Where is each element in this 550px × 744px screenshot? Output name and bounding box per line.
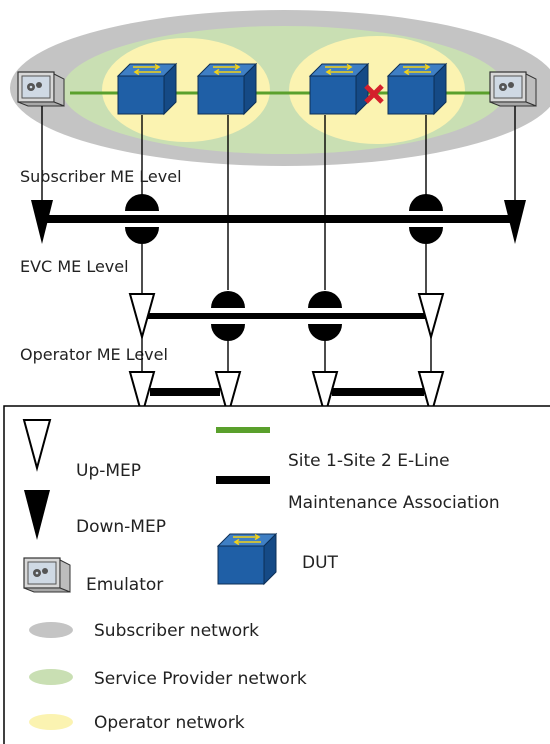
emulator-icon [489, 71, 537, 107]
mip-icon [211, 324, 245, 341]
up-mep-icon [128, 371, 156, 419]
evc-me-level-label: EVC ME Level [20, 257, 129, 276]
legend-up-mep-label: Up-MEP [76, 461, 141, 481]
mip-icon [308, 291, 342, 308]
subscriber-me-level-label: Subscriber ME Level [20, 167, 182, 186]
up-mep-icon [311, 371, 339, 419]
mip-icon [308, 324, 342, 341]
up-mep-icon [214, 371, 242, 419]
legend: Up-MEP Down-MEP Emulator Site 1-Site 2 E… [3, 405, 550, 744]
up-mep-icon [417, 293, 445, 341]
legend-frame [3, 405, 550, 744]
legend-service-provider-label: Service Provider network [94, 669, 307, 689]
switch-icon [217, 533, 277, 585]
legend-maintenance-swatch [216, 476, 270, 484]
mip-icon [125, 194, 159, 211]
legend-service-provider-swatch [29, 669, 73, 685]
down-mep-icon [31, 200, 53, 244]
legend-eline-label: Site 1-Site 2 E-Line [288, 451, 450, 471]
mip-icon [211, 291, 245, 308]
up-mep-icon [22, 419, 52, 472]
legend-subscriber-swatch [29, 622, 73, 638]
switch-icon [117, 63, 177, 115]
down-mep-icon [24, 490, 50, 540]
legend-eline-swatch [216, 427, 270, 433]
up-mep-icon [417, 371, 445, 419]
legend-emulator-label: Emulator [86, 575, 163, 595]
legend-dut-label: DUT [302, 553, 339, 573]
legend-operator-label: Operator network [94, 713, 245, 733]
connection-lines [41, 106, 516, 290]
switch-icon [309, 63, 369, 115]
operator-me-level-label: Operator ME Level [20, 345, 168, 364]
down-mep-icon [504, 200, 526, 244]
up-mep-icon [128, 293, 156, 341]
emulator-icon [17, 71, 65, 107]
legend-down-mep-label: Down-MEP [76, 517, 166, 537]
legend-subscriber-label: Subscriber network [94, 621, 259, 641]
legend-operator-swatch [29, 714, 73, 730]
switch-icon [387, 63, 447, 115]
mip-icon [409, 227, 443, 244]
failure-x-icon [364, 84, 384, 104]
switch-icon [197, 63, 257, 115]
emulator-icon [23, 557, 71, 593]
mip-icon [409, 194, 443, 211]
mip-icon [125, 227, 159, 244]
legend-maintenance-label: Maintenance Association [288, 493, 500, 513]
